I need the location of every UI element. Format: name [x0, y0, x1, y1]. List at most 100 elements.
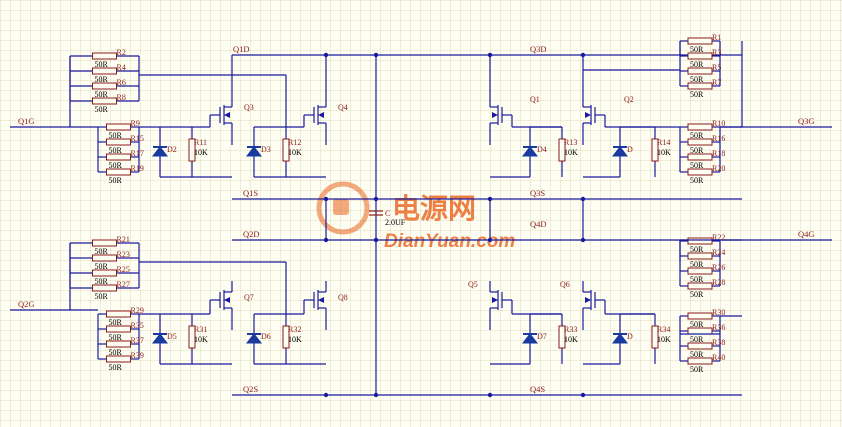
resistor-r3 — [687, 52, 713, 60]
resistor-r11 — [188, 138, 196, 162]
resistor-value: 50R — [690, 146, 704, 155]
mosfet-q8: Q8 — [304, 281, 348, 330]
resistor-ref: R35 — [131, 321, 144, 330]
mosfet-q2: Q2 — [582, 95, 634, 145]
watermark-en: DianYuan.com — [384, 231, 515, 252]
pulldown-ref: R33 — [564, 325, 577, 334]
resistor-r31 — [188, 325, 196, 349]
gate-wires — [192, 74, 680, 315]
resistor-r14 — [651, 138, 659, 162]
mosfet-q3: Q3 — [210, 96, 254, 145]
resistor-value: 50R — [95, 292, 109, 301]
input-label-q4g: Q4G — [798, 229, 815, 239]
resistor-value: 50R — [95, 277, 109, 286]
resistor-r22 — [687, 237, 713, 245]
resistor-r9 — [106, 123, 131, 131]
resistor-value: 50R — [95, 247, 109, 256]
resistor-value: 50R — [95, 75, 109, 84]
input-label-q2g: Q2G — [18, 299, 35, 309]
diode-ref: D — [627, 332, 633, 341]
resistor-value: 50R — [690, 176, 704, 185]
resistor-value: 50R — [95, 262, 109, 271]
pulldown-value: 10K — [657, 335, 671, 344]
resistor-ref: R26 — [712, 263, 725, 272]
resistor-value: 50R — [690, 365, 704, 374]
diode-ref: D5 — [167, 332, 177, 341]
resistor-ref: R27 — [117, 280, 130, 289]
resistor-ref: R5 — [712, 63, 721, 72]
mosfet-ref: Q1 — [530, 95, 540, 104]
diode-ref: D7 — [537, 332, 547, 341]
pulldown-value: 10K — [564, 148, 578, 157]
mosfet-q6: Q6 — [560, 280, 605, 330]
resistor-ref: R2 — [117, 48, 126, 57]
capacitor-ref: C — [385, 209, 390, 218]
resistor-value: 50R — [690, 260, 704, 269]
net-label-q1s: Q1S — [243, 188, 258, 198]
net-label-q1d: Q1D — [233, 44, 250, 54]
resistor-r40 — [687, 357, 713, 365]
resistor-r7 — [687, 82, 713, 90]
diode-ref: D — [627, 145, 633, 154]
resistor-value: 50R — [690, 131, 704, 140]
resistor-ref: R25 — [117, 265, 130, 274]
main-wires — [231, 54, 742, 396]
mosfet-ref: Q5 — [468, 280, 478, 289]
net-label-q2d: Q2D — [243, 229, 260, 239]
pulldown-value: 10K — [288, 335, 302, 344]
resistor-r25 — [92, 269, 117, 277]
pulldown-ref: R31 — [194, 325, 207, 334]
pulldown-ref: R32 — [288, 325, 301, 334]
diode-ref: D4 — [537, 145, 547, 154]
diode-ref: D3 — [261, 145, 271, 154]
mosfet-ref: Q3 — [244, 103, 254, 112]
net-labels: Q1D Q1S Q2D Q2S Q3D Q3S Q4D Q4S — [233, 44, 547, 394]
mosfet-q1: Q1 — [489, 95, 540, 145]
resistor-value: 50R — [95, 105, 109, 114]
resistor-r26 — [687, 267, 713, 275]
mosfet-q7: Q7 — [210, 281, 254, 330]
resistor-r12 — [282, 138, 290, 162]
pulldown-value: 10K — [194, 335, 208, 344]
resistor-value: 50R — [109, 363, 123, 372]
resistor-ref: R8 — [117, 93, 126, 102]
resistor-ref: R17 — [131, 149, 144, 158]
mosfet-q4: Q4 — [304, 96, 348, 145]
pulldown-ref: R12 — [288, 138, 301, 147]
resistor-r36 — [687, 327, 713, 335]
resistor-value: 50R — [690, 275, 704, 284]
junction-dots — [323, 52, 586, 398]
resistor-r30 — [687, 312, 713, 320]
input-label-q1g: Q1G — [18, 116, 35, 126]
resistor-r37 — [106, 340, 131, 348]
pulldown-value: 10K — [564, 335, 578, 344]
resistor-value: 50R — [109, 176, 123, 185]
resistor-ref: R37 — [131, 336, 144, 345]
resistor-ref: R30 — [712, 308, 725, 317]
resistor-value: 50R — [95, 90, 109, 99]
resistor-ref: R40 — [712, 353, 725, 362]
resistor-r1 — [687, 37, 713, 45]
watermark-logo: 电源网 DianYuan.com — [316, 181, 515, 252]
resistor-r13 — [558, 138, 566, 162]
resistor-ref: R6 — [117, 78, 126, 87]
resistor-r39 — [106, 355, 131, 363]
pulldown-ref: R14 — [657, 138, 670, 147]
resistor-value: 50R — [109, 318, 123, 327]
resistor-ref: R16 — [712, 134, 725, 143]
resistor-r35 — [106, 325, 131, 333]
pulldown-ref: R34 — [657, 325, 670, 334]
mosfet-ref: Q6 — [560, 280, 570, 289]
resistor-ref: R9 — [131, 119, 140, 128]
